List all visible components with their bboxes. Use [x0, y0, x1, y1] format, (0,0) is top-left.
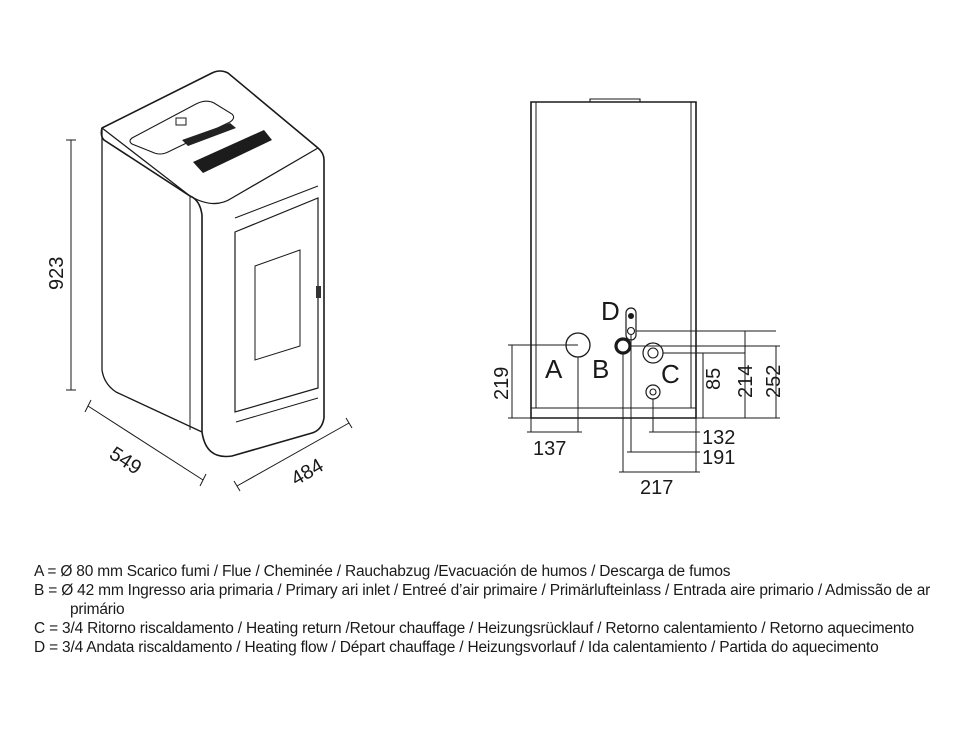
dim-width-group: 484	[233, 417, 353, 492]
stove-door-window	[254, 249, 301, 361]
air-inlet-b	[614, 337, 632, 355]
stove-left-face	[101, 128, 203, 433]
stove-rear-view: A B C D	[530, 98, 697, 419]
hopper-lid	[129, 100, 235, 155]
legend-item-a: A = Ø 80 mm Scarico fumi / Flue / Chemin…	[34, 563, 731, 580]
dim-b-offset: 217	[640, 477, 673, 499]
legend-item-d: D = 3/4 Andata riscaldamento / Heating f…	[34, 639, 879, 656]
stove-base-line	[235, 397, 319, 423]
dim-depth-group: 549	[84, 399, 207, 487]
dim-d-height: 214	[735, 365, 757, 398]
connection-legend: A = Ø 80 mm Scarico fumi / Flue / Chemin…	[34, 562, 964, 657]
dim-a-offset: 137	[533, 438, 566, 460]
dim-d-offset: 191	[702, 447, 735, 469]
dim-height: 923	[46, 257, 68, 290]
legend-item-b: B = Ø 42 mm Ingresso aria primaria / Pri…	[34, 582, 931, 618]
label-c: C	[661, 359, 680, 389]
technical-drawing: 923 549 484 A B	[46, 70, 785, 499]
dim-depth: 549	[105, 443, 145, 480]
dim-a-height: 219	[491, 367, 513, 400]
stove-body-outline	[100, 70, 325, 458]
dim-c-height: 85	[703, 368, 725, 390]
label-b: B	[592, 354, 609, 384]
dim-b-height: 252	[763, 365, 785, 398]
label-d: D	[601, 296, 620, 326]
lid-latch	[175, 117, 187, 126]
stove-perspective-view	[100, 70, 325, 458]
stove-door	[234, 197, 319, 413]
door-handle	[316, 286, 321, 298]
stove-door-top-line	[234, 185, 319, 219]
label-a: A	[545, 354, 563, 384]
dim-height-group: 923	[46, 139, 76, 391]
control-panel	[182, 123, 236, 146]
dim-width: 484	[288, 455, 328, 491]
vent-grille	[193, 130, 272, 173]
rear-dimension-lines: 219 137 85 214 252 132 191 217	[491, 330, 785, 499]
legend-item-c: C = 3/4 Ritorno riscaldamento / Heating …	[34, 620, 914, 637]
lower-fitting	[645, 384, 661, 400]
dim-c-offset: 132	[702, 427, 735, 449]
